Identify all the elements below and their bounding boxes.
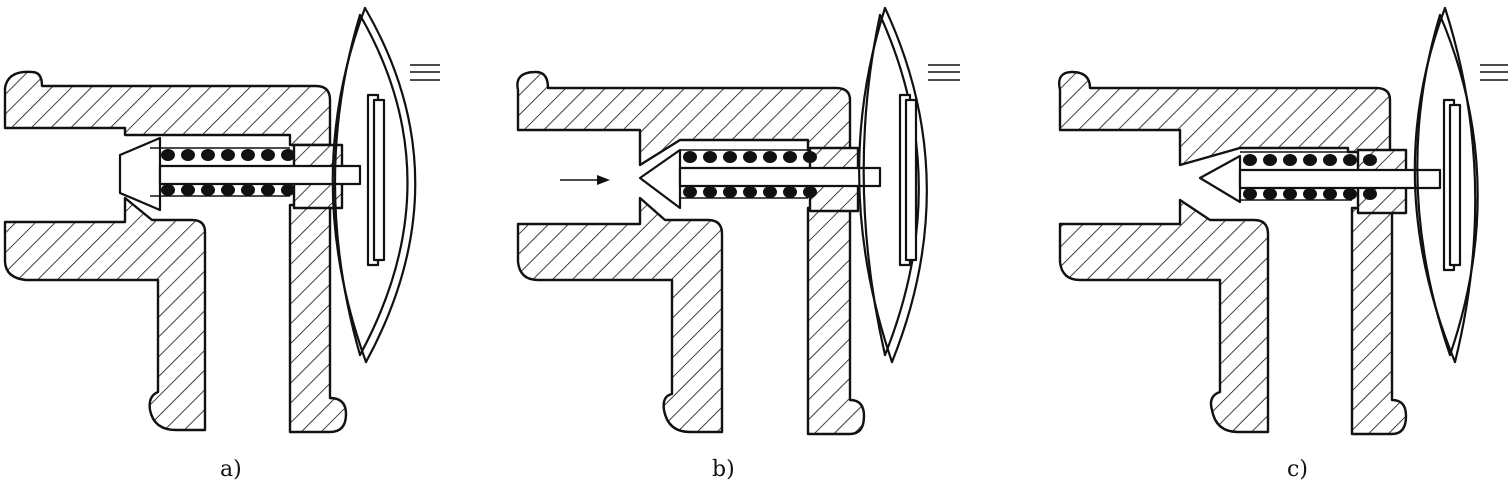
caption-c: c) bbox=[1287, 457, 1308, 482]
panel-c bbox=[1058, 6, 1508, 436]
valve-stem bbox=[1238, 168, 1442, 190]
valve-cone bbox=[118, 136, 162, 212]
panel-a bbox=[3, 6, 440, 434]
valve-cone bbox=[1198, 154, 1242, 204]
valve-stem bbox=[678, 166, 882, 188]
caption-b: b) bbox=[712, 457, 735, 482]
spring-top-coils bbox=[683, 151, 817, 163]
caption-a: a) bbox=[220, 457, 242, 482]
panel-b bbox=[516, 6, 960, 436]
spring-bottom-coils bbox=[683, 186, 817, 198]
spring-top-coils bbox=[161, 149, 295, 161]
valve-stem bbox=[158, 164, 362, 186]
spring-bottom-coils bbox=[161, 184, 295, 196]
